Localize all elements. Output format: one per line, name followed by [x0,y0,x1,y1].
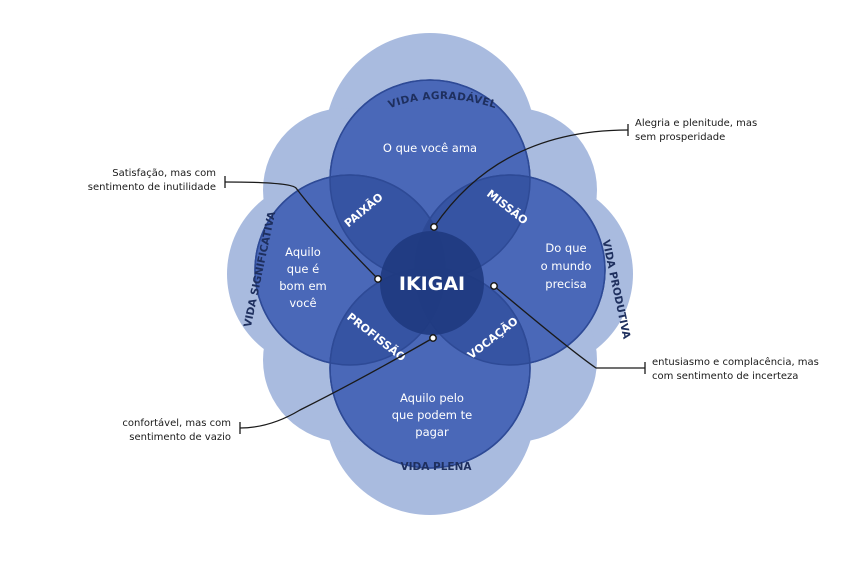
circle-right-text-1: Do que [545,241,586,255]
leader-dots [374,223,498,342]
annotation-bottom-right-line-1: entusiasmo e complacência, mas [652,357,819,368]
annotation-top-right-line-2: sem prosperidade [635,131,726,143]
annotation-top-right-line-1: Alegria e plenitude, mas [635,118,758,129]
annotation-bottom-left-line-2: sentimento de vazio [129,431,231,443]
circle-left-text-4: você [289,296,316,310]
circle-left-text-3: bom em [279,279,326,293]
annotation-bottom-left: confortável, mas com sentimento de vazio [122,417,231,444]
leader-top-right [433,129,629,228]
circle-left-text-2: que é [287,262,319,276]
annotation-top-left-line-2: sentimento de inutilidade [87,181,216,193]
circle-bottom-text-2: que podem te [392,408,472,422]
annotation-top-left-line-1: Satisfação, mas com [112,168,216,179]
leader-bottom-left [239,337,434,429]
circle-top-text-1: O que você ama [383,141,477,155]
annotation-bottom-right: entusiasmo e complacência, mas com senti… [652,356,819,383]
circle-right-text-3: precisa [545,277,586,291]
leader-bottom-right [493,285,645,369]
circle-bottom-text-3: pagar [415,425,449,439]
annotation-top-left: Satisfação, mas com sentimento de inutil… [88,167,216,194]
circle-left-text-1: Aquilo [285,245,321,259]
ikigai-center [380,231,484,335]
circle-bottom-text-1: Aquilo pelo [400,391,464,405]
annotation-bottom-right-line-2: com sentimento de incerteza [652,370,799,382]
annotation-bottom-left-line-1: confortável, mas com [122,418,231,429]
leader-lines [224,124,646,434]
leader-top-left [224,181,379,280]
outer-label-bottom: VIDA PLENA [400,461,472,473]
circle-right-text-2: o mundo [541,259,592,273]
ikigai-center-label: IKIGAI [399,273,465,295]
annotation-top-right: Alegria e plenitude, mas sem prosperidad… [635,117,757,144]
